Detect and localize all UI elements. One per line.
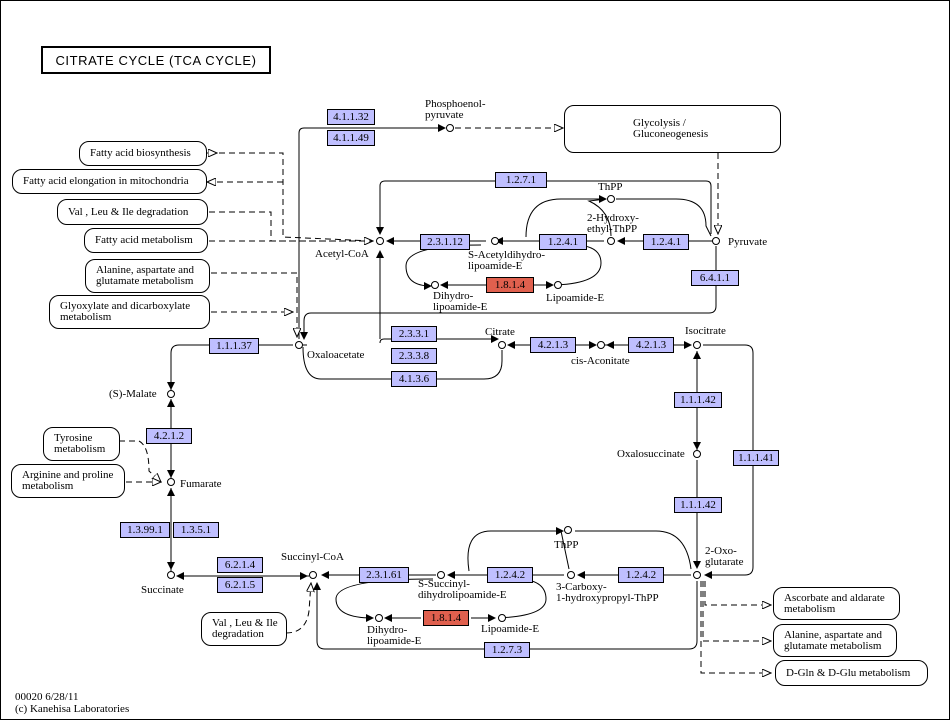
enzyme-1-8-1-4-top[interactable]: 1.8.1.4 — [486, 277, 534, 293]
compound-isocitrate[interactable] — [693, 341, 701, 349]
label-s-acetyldihydrolipoamide: S-Acetyldihydro- lipoamide-E — [468, 249, 545, 272]
enzyme-1-2-4-2-right[interactable]: 1.2.4.2 — [618, 567, 664, 583]
compound-oxaloacetate[interactable] — [295, 341, 303, 349]
label-lipoamide-bottom: Lipoamide-E — [481, 623, 540, 635]
label-oxalosuccinate: Oxalosuccinate — [617, 448, 685, 460]
enzyme-2-3-3-1[interactable]: 2.3.3.1 — [391, 326, 437, 342]
map-alanine-aspartate-bottom[interactable]: Alanine, aspartate and glutamate metabol… — [773, 624, 897, 657]
compound-dihydrolipoamide-top[interactable] — [431, 281, 439, 289]
compound-dihydrolipoamide-bottom[interactable] — [375, 614, 383, 622]
label-succinate: Succinate — [141, 584, 184, 596]
compound-cis-aconitate[interactable] — [597, 341, 605, 349]
enzyme-1-2-7-3[interactable]: 1.2.7.3 — [484, 642, 530, 658]
map-arginine-proline[interactable]: Arginine and proline metabolism — [11, 464, 125, 498]
map-d-gln-glu[interactable]: D-Gln & D-Glu metabolism — [775, 660, 928, 686]
label-lipoamide-top: Lipoamide-E — [546, 292, 605, 304]
enzyme-4-1-1-32[interactable]: 4.1.1.32 — [327, 109, 375, 125]
map-fatty-acid-biosynthesis[interactable]: Fatty acid biosynthesis — [79, 141, 207, 166]
label-carboxy: 3-Carboxy- 1-hydroxypropyl-ThPP — [556, 581, 659, 604]
compound-succinyl-coa[interactable] — [309, 571, 317, 579]
enzyme-1-2-4-2-left[interactable]: 1.2.4.2 — [487, 567, 533, 583]
compound-carboxy[interactable] — [567, 571, 575, 579]
map-alanine-aspartate-top[interactable]: Alanine, aspartate and glutamate metabol… — [85, 259, 210, 293]
compound-acetyl-coa[interactable] — [376, 237, 384, 245]
compound-lipoamide-top[interactable] — [554, 281, 562, 289]
enzyme-4-1-3-6[interactable]: 4.1.3.6 — [391, 371, 437, 387]
enzyme-1-3-5-1[interactable]: 1.3.5.1 — [173, 522, 219, 538]
label-succinyl-coa: Succinyl-CoA — [281, 551, 344, 563]
enzyme-1-2-4-1-left[interactable]: 1.2.4.1 — [539, 234, 587, 250]
map-tyrosine[interactable]: Tyrosine metabolism — [43, 427, 120, 461]
enzyme-2-3-1-12[interactable]: 2.3.1.12 — [420, 234, 470, 250]
label-thpp-bottom: ThPP — [554, 539, 579, 551]
compound-s-acetyldihydrolipoamide[interactable] — [491, 237, 499, 245]
enzyme-6-2-1-4[interactable]: 6.2.1.4 — [217, 557, 263, 573]
enzyme-1-1-1-42-bottom[interactable]: 1.1.1.42 — [674, 497, 722, 513]
label-dihydrolipoamide-top: Dihydro- lipoamide-E — [433, 290, 488, 313]
enzyme-1-3-99-1[interactable]: 1.3.99.1 — [120, 522, 170, 538]
label-isocitrate: Isocitrate — [685, 325, 726, 337]
enzyme-4-2-1-2[interactable]: 4.2.1.2 — [146, 428, 192, 444]
label-fumarate: Fumarate — [180, 478, 222, 490]
map-val-leu-ile-degradation-bottom[interactable]: Val , Leu & Ile degradation — [201, 612, 287, 646]
label-cis-aconitate: cis-Aconitate — [571, 355, 630, 367]
label-acetyl-coa: Acetyl-CoA — [315, 248, 369, 260]
label-2-oxoglutarate: 2-Oxo- glutarate — [705, 545, 744, 568]
enzyme-1-2-7-1[interactable]: 1.2.7.1 — [495, 172, 547, 188]
enzyme-2-3-3-8[interactable]: 2.3.3.8 — [391, 348, 437, 364]
compound-s-malate[interactable] — [167, 390, 175, 398]
label-oxaloacetate: Oxaloacetate — [307, 349, 365, 361]
compound-lipoamide-bottom[interactable] — [498, 614, 506, 622]
compound-fumarate[interactable] — [167, 478, 175, 486]
enzyme-1-8-1-4-bottom[interactable]: 1.8.1.4 — [423, 610, 469, 626]
enzyme-4-1-1-49[interactable]: 4.1.1.49 — [327, 130, 375, 146]
page-title: CITRATE CYCLE (TCA CYCLE) — [41, 46, 271, 74]
label-s-succinyl: S-Succinyl- dihydrolipoamide-E — [418, 578, 507, 601]
compound-hydroxyethyl-thpp[interactable] — [607, 237, 615, 245]
label-dihydrolipoamide-bottom: Dihydro- lipoamide-E — [367, 624, 422, 647]
map-fatty-acid-elongation[interactable]: Fatty acid elongation in mitochondria — [12, 169, 207, 194]
enzyme-6-2-1-5[interactable]: 6.2.1.5 — [217, 577, 263, 593]
compound-thpp-bottom[interactable] — [564, 526, 572, 534]
compound-pyruvate[interactable] — [712, 237, 720, 245]
compound-2-oxoglutarate[interactable] — [693, 571, 701, 579]
compound-pep[interactable] — [446, 124, 454, 132]
enzyme-1-1-1-42-top[interactable]: 1.1.1.42 — [674, 392, 722, 408]
enzyme-4-2-1-3-right[interactable]: 4.2.1.3 — [628, 337, 674, 353]
label-hydroxyethyl-thpp: 2-Hydroxy- ethyl-ThPP — [587, 212, 639, 235]
label-pep: Phosphoenol- pyruvate — [425, 98, 486, 121]
footer-credit: 00020 6/28/11 (c) Kanehisa Laboratories — [15, 691, 130, 715]
map-glyoxylate[interactable]: Glyoxylate and dicarboxylate metabolism — [49, 295, 210, 329]
enzyme-6-4-1-1[interactable]: 6.4.1.1 — [691, 270, 739, 286]
map-val-leu-ile-degradation-top[interactable]: Val , Leu & Ile degradation — [57, 199, 208, 225]
enzyme-1-1-1-37[interactable]: 1.1.1.37 — [209, 338, 259, 354]
compound-s-succinyl[interactable] — [437, 571, 445, 579]
compound-thpp-top[interactable] — [607, 195, 615, 203]
map-glycolysis[interactable]: Glycolysis / Gluconeogenesis — [564, 105, 781, 153]
compound-oxalosuccinate[interactable] — [693, 450, 701, 458]
label-thpp-top: ThPP — [598, 181, 623, 193]
label-pyruvate: Pyruvate — [728, 236, 768, 248]
enzyme-1-2-4-1-right[interactable]: 1.2.4.1 — [643, 234, 689, 250]
label-s-malate: (S)-Malate — [109, 388, 157, 400]
enzyme-2-3-1-61[interactable]: 2.3.1.61 — [359, 567, 409, 583]
enzyme-1-1-1-41[interactable]: 1.1.1.41 — [733, 450, 779, 466]
compound-citrate[interactable] — [498, 341, 506, 349]
enzyme-4-2-1-3-left[interactable]: 4.2.1.3 — [530, 337, 576, 353]
label-citrate: Citrate — [485, 326, 515, 338]
compound-succinate[interactable] — [167, 571, 175, 579]
map-fatty-acid-metabolism[interactable]: Fatty acid metabolism — [84, 228, 208, 253]
map-ascorbate-aldarate[interactable]: Ascorbate and aldarate metabolism — [773, 587, 900, 620]
